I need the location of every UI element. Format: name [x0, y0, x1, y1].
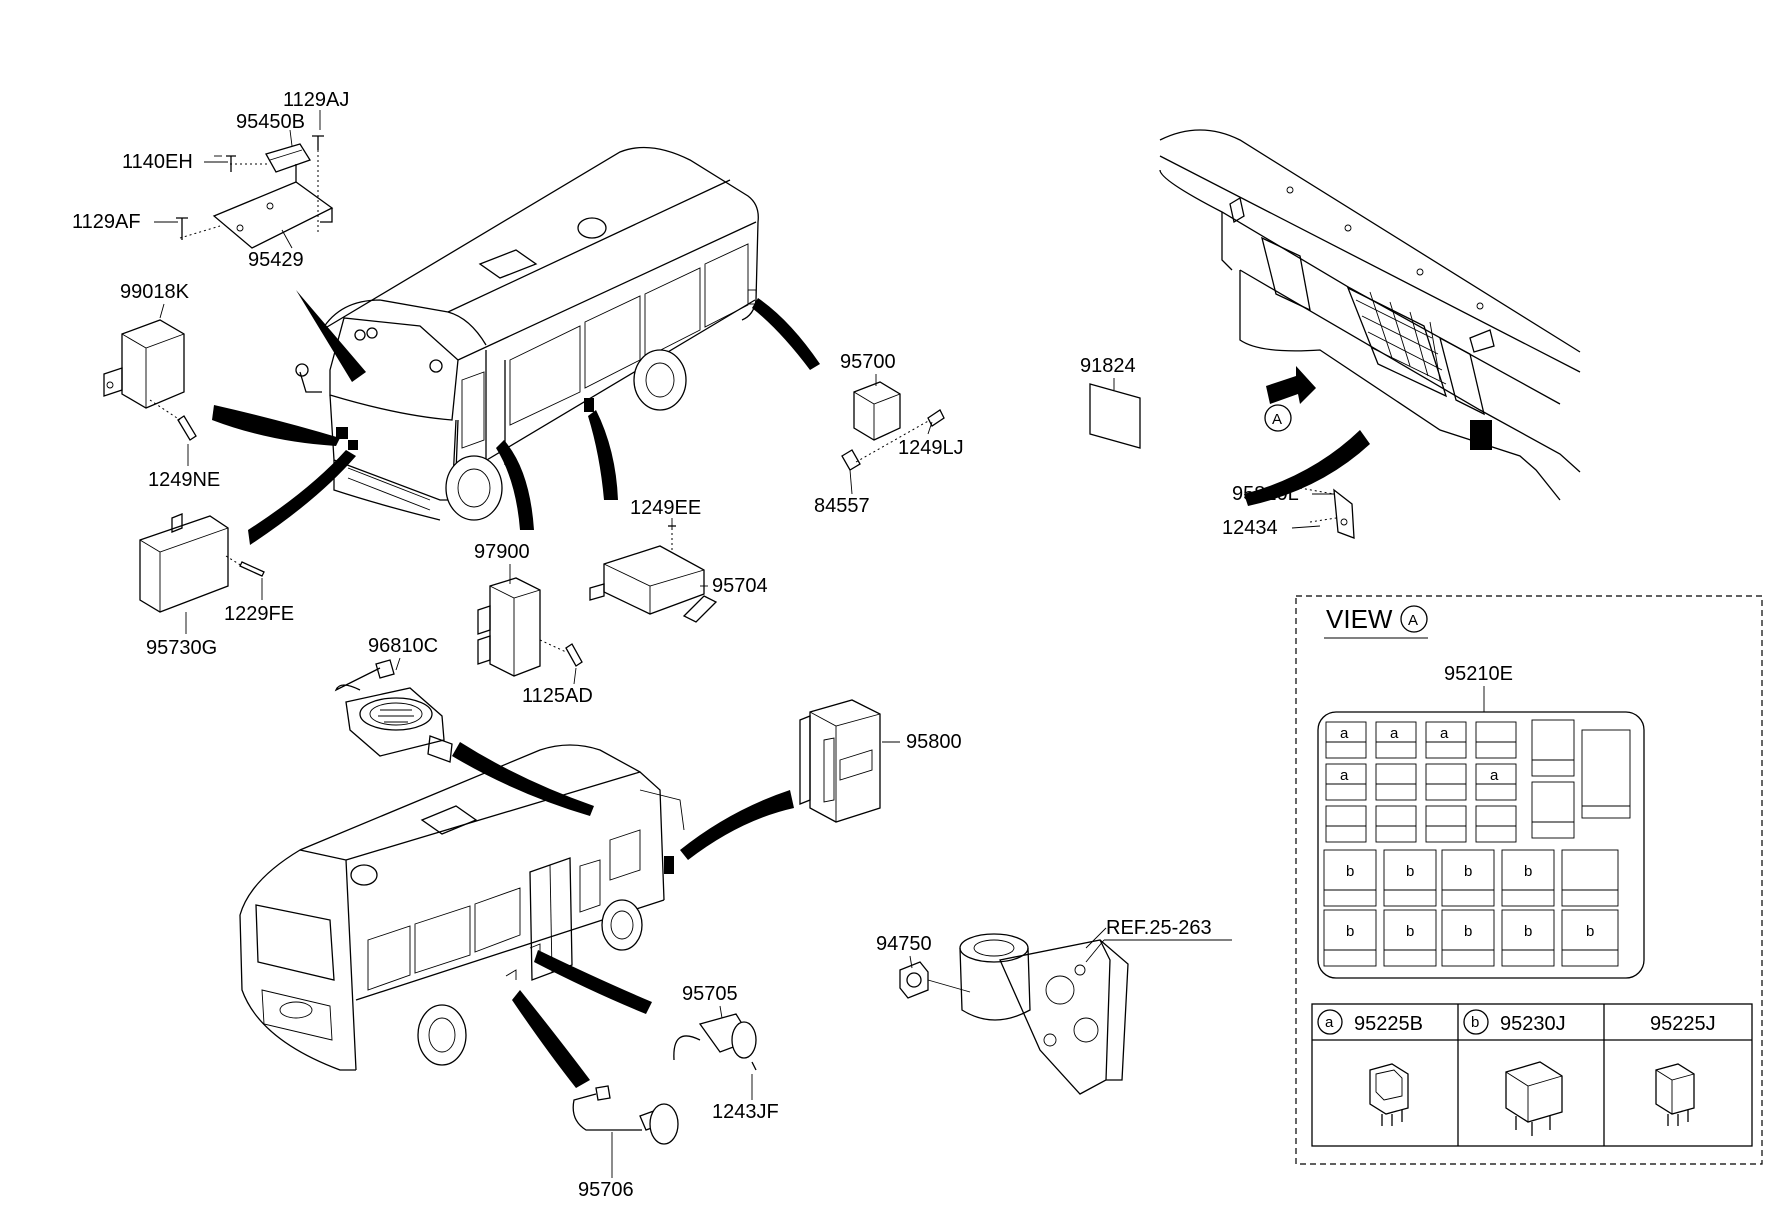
- part-label-94750: 94750: [876, 933, 932, 955]
- lamp-95705-drawing: [673, 1013, 757, 1071]
- part-label-95730G: 95730G: [146, 637, 217, 659]
- fuse-box: [1317, 711, 1645, 979]
- part-label-95429: 95429: [248, 249, 304, 271]
- bus-rear-illustration: [239, 744, 685, 1071]
- part-label-95705: 95705: [682, 983, 738, 1005]
- part-label-1249EE: 1249EE: [630, 497, 701, 519]
- relay-cell-b-2: b: [1406, 863, 1414, 880]
- relay-cell-b-7: b: [1464, 923, 1472, 940]
- view-a-panel: VIEW A 95210E a a a a a: [1295, 595, 1763, 1165]
- legend-marker-b: b: [1471, 1014, 1479, 1031]
- legend-part-95225J: 95225J: [1650, 1013, 1716, 1035]
- part-label-ref: REF.25-263: [1106, 917, 1212, 939]
- relay-95225B-drawing: [1369, 1063, 1409, 1126]
- part-label-1249LJ: 1249LJ: [898, 437, 964, 459]
- part-label-95706: 95706: [578, 1179, 634, 1201]
- relay-cell-b-3: b: [1464, 863, 1472, 880]
- label-91824-drawing: [1089, 383, 1141, 449]
- relay-cell-b-9: b: [1586, 923, 1594, 940]
- part-label-95450B: 95450B: [236, 111, 305, 133]
- fuse-cell-a-4: a: [1340, 767, 1349, 784]
- relay-cell-b-5: b: [1346, 923, 1354, 940]
- buzzer-96810C-drawing: [334, 659, 453, 763]
- fuse-cell-a-2: a: [1390, 725, 1399, 742]
- part-label-1140EH: 1140EH: [122, 151, 193, 173]
- relay-95230J-drawing: [1505, 1061, 1563, 1136]
- view-title-marker: A: [1408, 612, 1418, 629]
- relay-cell-b-8: b: [1524, 923, 1532, 940]
- part-label-1125AD: 1125AD: [522, 685, 593, 707]
- part-label-1129AF: 1129AF: [72, 211, 141, 233]
- fuse-cell-a-5: a: [1490, 767, 1499, 784]
- view-title: VIEW: [1326, 604, 1393, 634]
- part-label-1249NE: 1249NE: [148, 469, 220, 491]
- lamp-95706-drawing: [572, 1085, 679, 1145]
- label-leaders: [154, 110, 1334, 1178]
- part-label-99018K: 99018K: [120, 281, 190, 303]
- module-99018K-drawing: [103, 319, 197, 441]
- legend-part-95230J: 95230J: [1500, 1013, 1566, 1035]
- bracket-95429-drawing: [176, 135, 334, 249]
- fuse-cell-a-1: a: [1340, 725, 1349, 742]
- module-95704-drawing: [589, 525, 718, 623]
- arrow-marker-letter: A: [1272, 411, 1282, 428]
- module-97900-drawing: [477, 577, 583, 677]
- fuse-cell-a-3: a: [1440, 725, 1449, 742]
- relay-cell-b-6: b: [1406, 923, 1414, 940]
- part-label-91824: 91824: [1080, 355, 1136, 377]
- relay-cell-b-4: b: [1524, 863, 1532, 880]
- part-label-95700: 95700: [840, 351, 896, 373]
- part-label-97900: 97900: [474, 541, 530, 563]
- relay-95700-drawing: [841, 381, 945, 471]
- module-95800-drawing: [799, 699, 881, 823]
- relay-95225J-drawing: [1655, 1063, 1695, 1126]
- leader-wedges-upper: [212, 290, 1370, 545]
- part-label-1243JF: 1243JF: [712, 1101, 779, 1123]
- leader-wedges-lower: [452, 742, 794, 1088]
- legend-marker-a: a: [1325, 1014, 1334, 1031]
- module-95730G-drawing: [139, 513, 265, 613]
- sensor-94750-drawing: [899, 961, 971, 999]
- part-label-1229FE: 1229FE: [224, 603, 294, 625]
- relay-cell-b-1: b: [1346, 863, 1354, 880]
- dashboard-structure-drawing: [1159, 129, 1581, 539]
- part-label-84557: 84557: [814, 495, 870, 517]
- part-label-95800: 95800: [906, 731, 962, 753]
- part-label-96810C: 96810C: [368, 635, 438, 657]
- view-a-arrow-marker: A: [1264, 404, 1292, 432]
- part-label-95704: 95704: [712, 575, 768, 597]
- filter-assembly-drawing: [959, 927, 1129, 1095]
- part-label-95810L: 95810L: [1232, 483, 1299, 505]
- part-labels: 1129AJ 95450B 1140EH 1129AF 95429 99018K…: [72, 89, 1299, 1201]
- legend-part-95225B: 95225B: [1354, 1013, 1423, 1035]
- relay-legend-table: [1311, 1003, 1753, 1147]
- part-label-1129AJ: 1129AJ: [283, 89, 349, 111]
- fuse-box-part-label: 95210E: [1444, 663, 1513, 685]
- bus-front-illustration: [295, 146, 759, 521]
- part-label-12434: 12434: [1222, 517, 1278, 539]
